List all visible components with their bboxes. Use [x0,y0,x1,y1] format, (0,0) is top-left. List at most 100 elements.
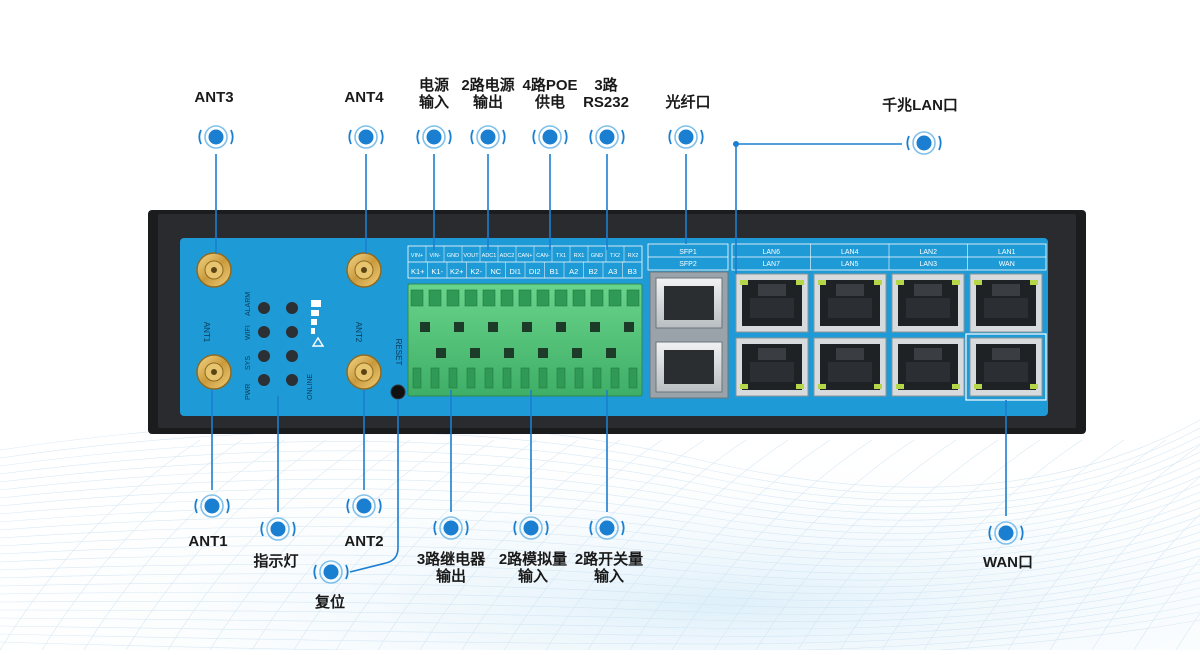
terminal-top-label: ADC1 [482,253,497,259]
sfp-port-1[interactable] [655,277,723,329]
panel-ant2-label: ANT2 [354,322,363,343]
terminal-bottom-label: A3 [608,267,617,276]
terminal-screw[interactable] [628,367,638,389]
terminal-screw[interactable] [466,367,476,389]
terminal-screw[interactable] [518,289,532,307]
terminal-screw[interactable] [448,367,458,389]
signal-bars-icon [311,300,325,347]
lan-top-label: LAN6 [762,249,780,256]
terminal-screw[interactable] [574,367,584,389]
callout-pin-icon [906,131,942,155]
terminal-socket [504,348,514,358]
terminal-bottom-label: DI1 [509,267,521,276]
rj45-port[interactable] [813,337,887,397]
rj45-port[interactable] [891,337,965,397]
terminal-screw[interactable] [554,289,568,307]
rj45-port[interactable] [891,273,965,333]
led-label-pwr: PWR [245,384,252,400]
terminal-top-label: GND [591,253,603,259]
terminal-screw[interactable] [482,289,496,307]
sfp1-label: SFP1 [679,249,697,256]
terminal-screw[interactable] [428,289,442,307]
terminal-bottom-label: NC [490,267,501,276]
rj45-port[interactable] [735,337,809,397]
callout-wan: WAN口 [983,554,1033,571]
rj45-port[interactable] [969,273,1043,333]
status-led [286,350,298,362]
rj45-port[interactable] [735,273,809,333]
status-led [258,350,270,362]
terminal-screw[interactable] [520,367,530,389]
terminal-screw[interactable] [538,367,548,389]
terminal-bottom-label: K1- [431,267,443,276]
terminal-screw[interactable] [484,367,494,389]
lan-bottom-label: WAN [999,261,1015,268]
lan-top-label: LAN2 [919,249,937,256]
callout-pin-icon [470,125,506,149]
callout-pin-icon [198,125,234,149]
callout-pin-icon [194,494,230,518]
terminal-screw[interactable] [464,289,478,307]
status-led [286,326,298,338]
callout-fiber: 光纤口 [665,94,711,111]
rj45-port[interactable] [969,337,1043,397]
callout-power-out: 2路电源输出 [461,77,515,111]
terminal-bottom-label: B1 [550,267,559,276]
terminal-screw[interactable] [430,367,440,389]
terminal-screw[interactable] [410,289,424,307]
callout-pin-icon [532,125,568,149]
terminal-top-label: CAN+ [518,253,533,259]
callout-connectors [211,141,1007,573]
terminal-bottom-label: DI2 [529,267,541,276]
callout-pin-icon [346,494,382,518]
terminal-socket [420,322,430,332]
terminal-socket [538,348,548,358]
callout-digital: 2路开关量输入 [574,551,644,585]
terminal-screw[interactable] [536,289,550,307]
callout-relay: 3路继电器输出 [416,551,486,585]
terminal-top-label: GND [447,253,459,259]
terminal-screw[interactable] [626,289,640,307]
lan-bottom-label: LAN5 [841,261,859,268]
led-label-sys: SYS [245,356,252,370]
terminal-screw[interactable] [556,367,566,389]
terminal-screw[interactable] [592,367,602,389]
terminal-screw[interactable] [610,367,620,389]
terminal-bottom-label: B2 [589,267,598,276]
terminal-top-label: RX1 [574,253,585,259]
callout-pin-icon [513,516,549,540]
terminal-screw[interactable] [500,289,514,307]
status-led [286,302,298,314]
terminal-screw[interactable] [412,367,422,389]
terminal-bottom-label: K2+ [450,267,464,276]
terminal-screw[interactable] [608,289,622,307]
terminal-screw[interactable] [590,289,604,307]
callout-pin-icon [348,125,384,149]
sfp-port-2[interactable] [655,341,723,393]
callout-ant1: ANT1 [188,533,228,550]
rj45-port[interactable] [813,273,887,333]
terminal-screw[interactable] [572,289,586,307]
terminal-screw[interactable] [502,367,512,389]
led-label-wifi: WIFI [245,325,252,340]
led-label-alarm: ALARM [245,292,252,316]
terminal-socket [624,322,634,332]
callout-pin-icon [260,517,296,541]
terminal-socket [436,348,446,358]
lan-bottom-label: LAN3 [919,261,937,268]
terminal-screw[interactable] [446,289,460,307]
rj45-ports [735,273,1047,401]
panel-ant1-label: ANT1 [202,322,211,343]
terminal-block [407,283,643,397]
reset-button[interactable] [390,384,406,400]
status-led [258,374,270,386]
terminal-top-label: VOUT [463,253,479,259]
callout-power-in: 电源输入 [418,77,449,111]
callout-pins [194,125,1024,584]
terminal-socket [470,348,480,358]
ant-connector-bottom-left [196,354,232,390]
